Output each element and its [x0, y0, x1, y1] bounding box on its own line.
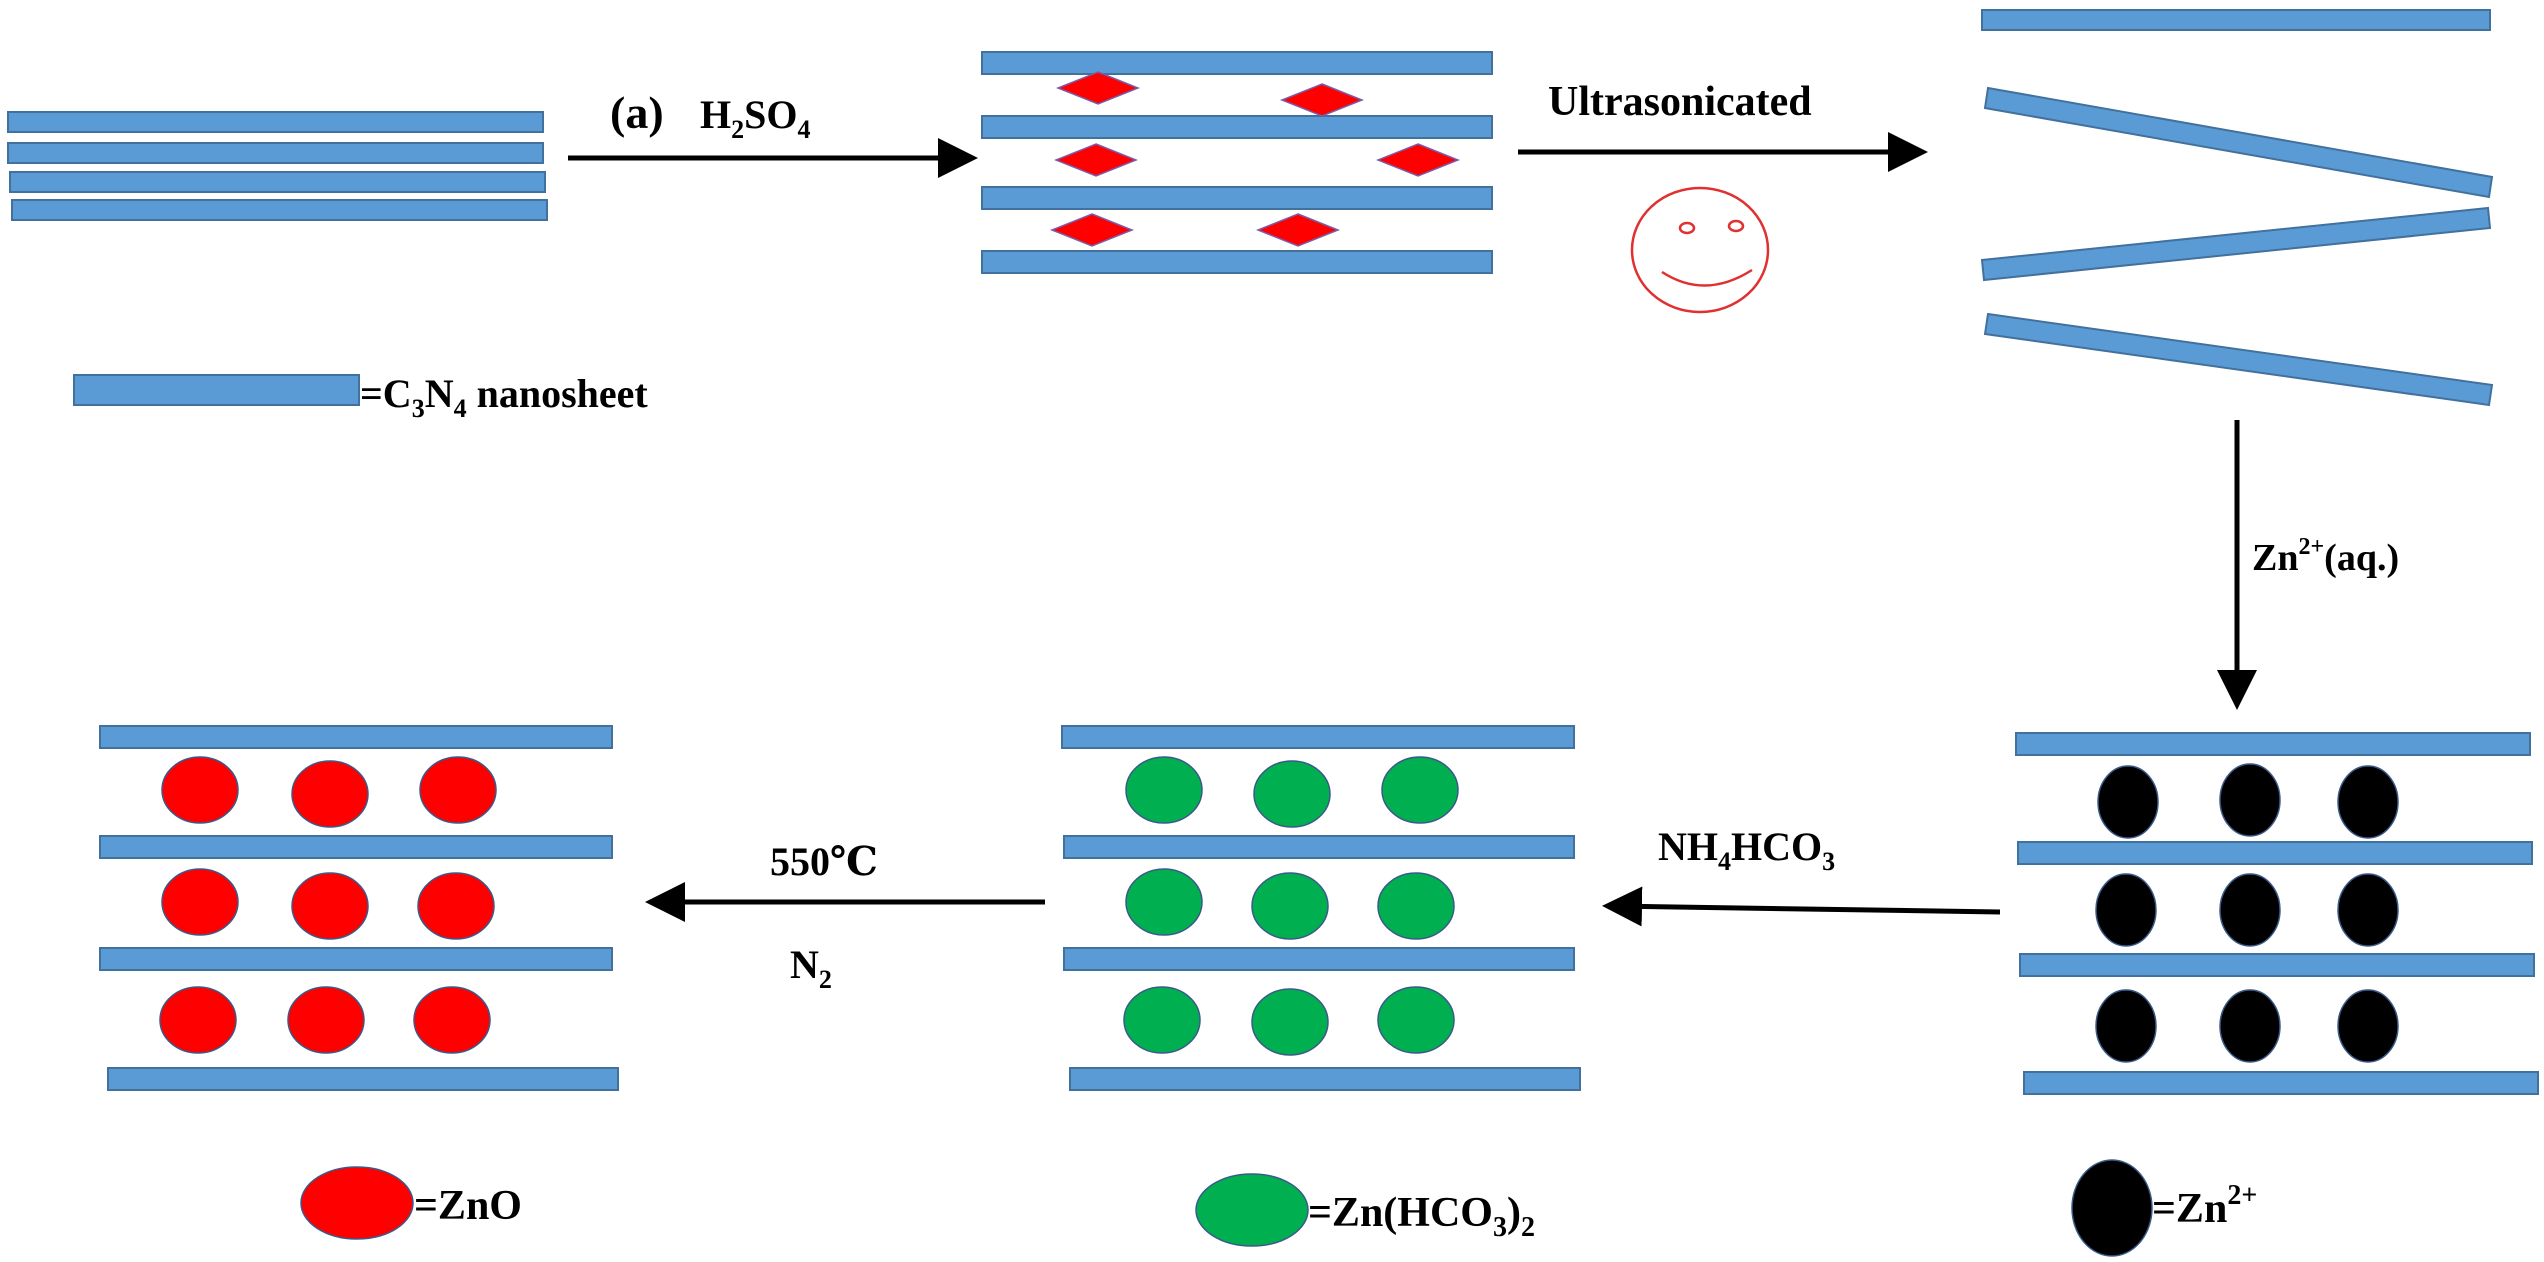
n2-label: N2 — [790, 942, 832, 994]
nanosheet — [107, 1067, 619, 1091]
zn-hco3-particle — [1125, 756, 1203, 824]
zno-particle — [161, 756, 239, 824]
zn-ion-particle — [2219, 873, 2281, 947]
zn-hco3-particle — [1377, 986, 1455, 1054]
stage-zn-ion-intercalated — [2015, 732, 2539, 1095]
zn-hco3-particle — [1125, 868, 1203, 936]
nanosheet — [99, 947, 613, 971]
nanosheet — [1061, 725, 1575, 749]
nanosheet — [981, 250, 1493, 274]
zno-particle — [417, 872, 495, 940]
step-arrow-calcination: 550℃ N2 — [645, 839, 1045, 994]
zn-hco3-particle — [1253, 760, 1331, 828]
nanosheet — [1980, 206, 2492, 282]
nanosheet — [1063, 835, 1575, 859]
nanosheet — [99, 725, 613, 749]
panel-label: (a) — [610, 87, 664, 138]
nanosheet — [1981, 9, 2491, 31]
nanosheet — [1063, 947, 1575, 971]
zno-particle — [291, 872, 369, 940]
zn-hco3-particle — [1381, 756, 1459, 824]
nanosheet — [2015, 732, 2531, 756]
legend-zn-ion-label: =Zn2+ — [2152, 1180, 2257, 1232]
stage-acid-intercalated — [981, 51, 1493, 274]
nanosheet — [2017, 841, 2533, 865]
nh4hco3-label: NH4HCO3 — [1658, 824, 1835, 876]
step-arrow-zn-ion: Zn2+(aq.) — [2217, 420, 2399, 710]
zn-ion-particle — [2095, 873, 2157, 947]
stage-zno-intercalated — [99, 725, 619, 1091]
legend-nanosheet-label: =C3N4 nanosheet — [360, 371, 648, 423]
nanosheet — [11, 199, 548, 221]
h2so4-molecule — [1255, 213, 1341, 247]
zn-ion-particle — [2337, 873, 2399, 947]
zno-particle — [291, 760, 369, 828]
h2so4-molecule — [1279, 83, 1365, 117]
nanosheet — [1983, 86, 2494, 199]
h2so4-molecule — [1375, 143, 1461, 177]
legend-nanosheet: =C3N4 nanosheet — [73, 371, 648, 423]
stage-bulk-stack — [7, 111, 548, 221]
nanosheet — [9, 171, 546, 193]
zn-hco3-particle — [1377, 872, 1455, 940]
zn-hco3-particle — [1123, 986, 1201, 1054]
step-arrow-nh4hco3: NH4HCO3 — [1602, 824, 2001, 927]
h2so4-molecule — [1049, 213, 1135, 247]
nanosheet — [981, 115, 1493, 139]
legend-zn-hco3-swatch — [1195, 1173, 1309, 1247]
nanosheet — [7, 142, 544, 164]
legend-zn-ion-swatch — [2071, 1159, 2153, 1257]
nanosheet — [99, 835, 613, 859]
step-arrow-ultrasonicate: Ultrasonicated — [1518, 79, 1928, 314]
zn-hco3-particle — [1251, 988, 1329, 1056]
h2so4-molecule — [1053, 143, 1139, 177]
zn-ion-particle — [2095, 989, 2157, 1063]
arrow-icon — [1602, 886, 2001, 927]
zno-particle — [419, 756, 497, 824]
nanosheet — [1983, 312, 2494, 407]
legend-zno-label: =ZnO — [414, 1183, 522, 1229]
zn-ion-particle — [2337, 989, 2399, 1063]
zn-aq-label: Zn2+(aq.) — [2252, 534, 2399, 579]
zno-particle — [413, 986, 491, 1054]
ultrasonicated-label: Ultrasonicated — [1548, 79, 1812, 125]
zno-particle — [161, 868, 239, 936]
temperature-label: 550℃ — [770, 839, 878, 884]
smiley-face-icon — [1630, 186, 1770, 314]
zno-particle — [287, 986, 365, 1054]
step-arrow-h2so4: (a) H2SO4 — [568, 87, 978, 178]
legend-zn-ion: =Zn2+ — [2071, 1159, 2257, 1257]
legend-zno-swatch — [300, 1166, 414, 1240]
nanosheet — [2023, 1071, 2539, 1095]
nanosheet — [981, 51, 1493, 75]
h2so4-label: H2SO4 — [700, 92, 810, 144]
legend-nanosheet-swatch — [73, 374, 360, 406]
zn-ion-particle — [2219, 989, 2281, 1063]
zn-ion-particle — [2097, 765, 2159, 839]
nanosheet — [2019, 953, 2535, 977]
stage-exfoliated — [1980, 9, 2494, 407]
zn-hco3-particle — [1251, 872, 1329, 940]
legend-zn-hco3-label: =Zn(HCO3)2 — [1308, 1190, 1535, 1243]
nanosheet — [1069, 1067, 1581, 1091]
legend-zno: =ZnO — [300, 1166, 522, 1240]
stage-zn-hco3-intercalated — [1061, 725, 1581, 1091]
nanosheet — [7, 111, 544, 133]
zn-ion-particle — [2219, 763, 2281, 837]
legend-zn-hco3: =Zn(HCO3)2 — [1195, 1173, 1535, 1247]
zno-particle — [159, 986, 237, 1054]
zn-ion-particle — [2337, 765, 2399, 839]
h2so4-molecule — [1055, 71, 1141, 105]
nanosheet — [981, 186, 1493, 210]
